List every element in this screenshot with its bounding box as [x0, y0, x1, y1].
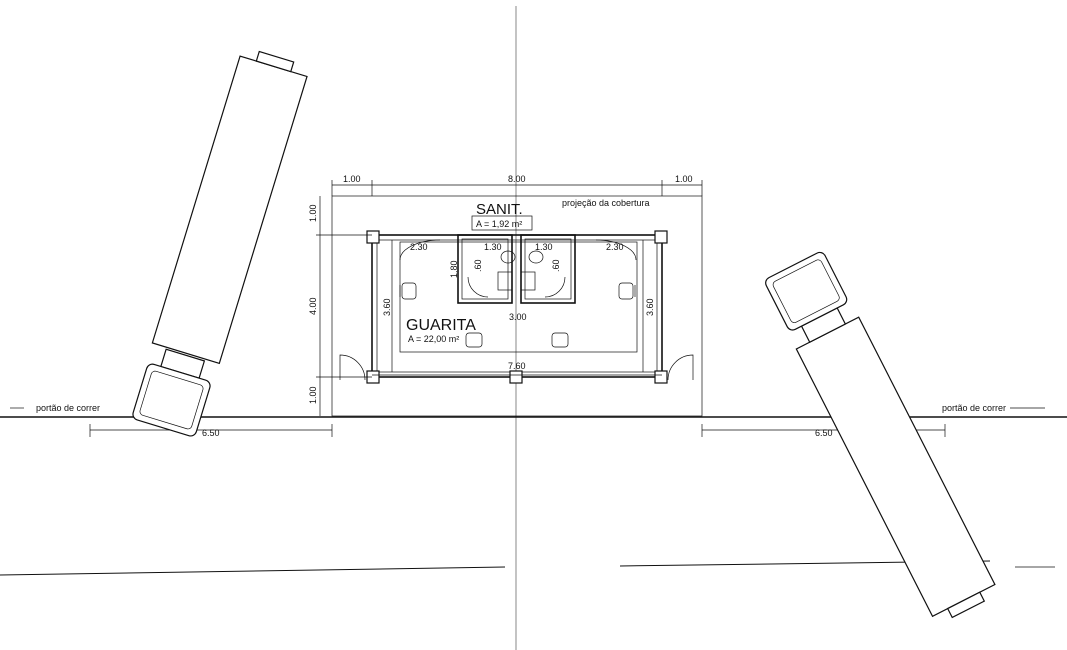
wc-left-inner [461, 238, 509, 300]
dim-inner-right: 3.60 [645, 298, 655, 316]
dim-inner-left: 3.60 [382, 298, 392, 316]
roof-projection-label: projeção da cobertura [562, 198, 650, 208]
column-top-right [654, 230, 668, 244]
toilet-right [528, 250, 544, 264]
dim-wc-door-right: .60 [551, 259, 561, 272]
chair-center-right [551, 332, 569, 348]
wc-right-door-swing [544, 276, 566, 298]
sink-right [520, 271, 536, 291]
dim-wc-door-left: .60 [473, 259, 483, 272]
truck-right-trailer [795, 316, 996, 618]
column-bottom-right [654, 370, 668, 384]
gate-left-label: portão de correr [36, 403, 100, 413]
guardhouse-label: GUARITA [406, 317, 476, 334]
chair-right [618, 282, 636, 300]
gate-right-label: portão de correr [942, 403, 1006, 413]
column-bottom-center [509, 370, 523, 384]
sanitary-area: A = 1,92 m² [476, 219, 522, 229]
dim-wc-right: 1.30 [535, 242, 553, 252]
sink-left [497, 271, 513, 291]
truck-left [132, 50, 308, 437]
dim-wc-depth: 1.80 [449, 260, 459, 278]
truck-left-trailer [151, 55, 308, 365]
column-top-left [366, 230, 380, 244]
guardhouse-area: A = 22,00 m² [408, 334, 459, 344]
door-swing-inner-left [399, 239, 441, 261]
sanitary-area-box [471, 215, 533, 231]
dim-left-top: 1.00 [308, 204, 318, 222]
wc-right-inner [524, 238, 572, 300]
dim-left-mid: 4.00 [308, 297, 318, 315]
dim-top-left: 1.00 [343, 174, 361, 184]
dim-gate-right: 6.50 [815, 428, 833, 438]
dim-bottom-width: 7.60 [508, 361, 526, 371]
toilet-left [500, 250, 516, 264]
wc-left-door-swing [467, 276, 489, 298]
guardhouse-outer-wall [371, 234, 663, 378]
door-swing-right [667, 354, 694, 381]
dim-top-center: 8.00 [508, 174, 526, 184]
dim-interior-width: 3.00 [509, 312, 527, 322]
truck-left-rear [255, 50, 295, 73]
chair-left [399, 282, 417, 300]
dim-top-right: 1.00 [675, 174, 693, 184]
chair-center-left [465, 332, 483, 348]
dim-wc-left: 1.30 [484, 242, 502, 252]
road-line-left [0, 566, 506, 576]
dim-room-right: 2.30 [606, 242, 624, 252]
dim-room-left: 2.30 [410, 242, 428, 252]
truck-right-rear [946, 591, 986, 619]
door-swing-left [339, 354, 366, 381]
roof-projection-outline [331, 195, 703, 417]
dim-gate-left: 6.50 [202, 428, 220, 438]
dim-left-bottom: 1.00 [308, 386, 318, 404]
door-swing-inner-right [595, 239, 637, 261]
sanitary-label: SANIT. [476, 201, 523, 218]
truck-right [765, 251, 996, 619]
wc-left-wall [457, 234, 513, 304]
wc-right-wall [520, 234, 576, 304]
